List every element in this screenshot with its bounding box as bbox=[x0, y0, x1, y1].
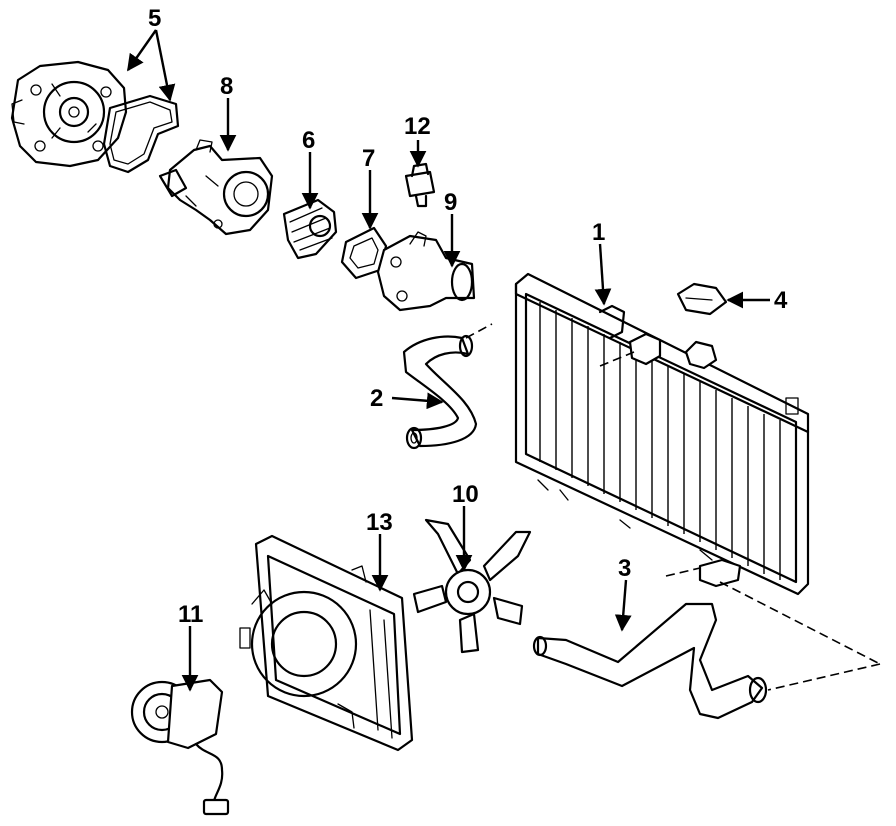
lower-radiator-hose bbox=[532, 602, 768, 720]
water-outlet bbox=[376, 231, 476, 312]
callout-4: 4 bbox=[774, 287, 788, 314]
callout-13: 13 bbox=[366, 509, 393, 536]
cooling-fan bbox=[412, 518, 532, 654]
upper-radiator-hose bbox=[402, 334, 478, 450]
radiator bbox=[514, 272, 810, 596]
callout-5: 5 bbox=[148, 5, 161, 32]
callout-10: 10 bbox=[452, 481, 479, 508]
radiator-cap bbox=[676, 282, 728, 316]
callout-1: 1 bbox=[592, 219, 605, 246]
callout-6: 6 bbox=[302, 127, 315, 154]
leader-lines bbox=[127, 29, 770, 692]
dashed-connection-lines bbox=[465, 323, 881, 691]
radiator-core-fins bbox=[539, 302, 781, 580]
callout-8: 8 bbox=[220, 73, 233, 100]
callout-2: 2 bbox=[370, 385, 383, 412]
thermostat bbox=[282, 198, 338, 260]
callout-9: 9 bbox=[444, 189, 457, 216]
callout-7: 7 bbox=[362, 145, 375, 172]
fan-shroud bbox=[239, 534, 414, 752]
callout-3: 3 bbox=[618, 555, 631, 582]
fan-motor bbox=[130, 678, 230, 816]
callout-11: 11 bbox=[178, 601, 203, 628]
callout-12: 12 bbox=[404, 113, 431, 140]
temperature-sensor bbox=[404, 162, 436, 208]
water-pump bbox=[10, 60, 128, 168]
thermostat-housing bbox=[158, 139, 274, 236]
